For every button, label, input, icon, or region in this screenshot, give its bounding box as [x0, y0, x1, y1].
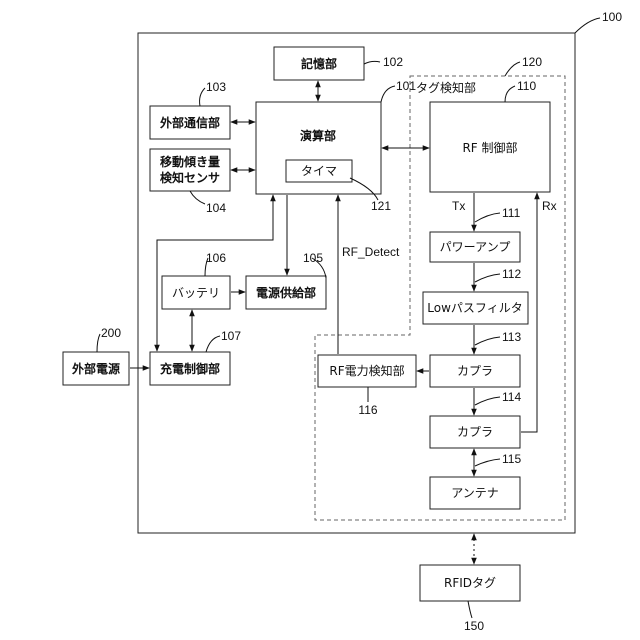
rf-ctrl-label: RF 制御部 — [462, 142, 517, 154]
antenna-label: アンテナ — [451, 487, 499, 499]
rf-power-detect-label: RF電力検知部 — [329, 365, 404, 377]
ref-112: 112 — [502, 268, 521, 280]
timer-label: タイマ — [301, 165, 337, 177]
leader-113 — [475, 337, 500, 345]
tx-signal-label: Tx — [452, 200, 465, 212]
battery-label: バッテリ — [172, 287, 220, 299]
ref-114: 114 — [502, 391, 521, 403]
ref-104: 104 — [206, 202, 226, 214]
processor-label: 演算部 — [300, 130, 336, 142]
rfid-tag-label: RFIDタグ — [444, 577, 496, 589]
tilt-sensor-label-1: 移動傾き量 — [160, 156, 220, 168]
leader-114 — [475, 397, 500, 405]
ref-200: 200 — [101, 327, 121, 339]
power-amp-label: パワーアンプ — [440, 241, 511, 253]
tilt-sensor-label-2: 検知センサ — [160, 172, 220, 184]
leader-100 — [575, 18, 600, 33]
leader-110 — [505, 86, 515, 102]
ref-101: 101 — [396, 80, 416, 92]
ref-150: 150 — [464, 620, 484, 632]
leader-112 — [475, 274, 500, 282]
ref-120: 120 — [522, 56, 542, 68]
ref-110: 110 — [517, 80, 536, 92]
ref-115: 115 — [502, 453, 521, 465]
leader-200 — [97, 334, 100, 352]
leader-104 — [190, 191, 205, 204]
ref-106: 106 — [206, 252, 226, 264]
leader-101 — [381, 86, 395, 102]
ext-power-label: 外部電源 — [72, 363, 120, 375]
memory-label: 記憶部 — [301, 58, 337, 70]
leader-111 — [475, 213, 500, 222]
ext-comm-label: 外部通信部 — [160, 117, 220, 129]
ref-100: 100 — [602, 11, 622, 23]
tag-detector-label: タグ検知部 — [416, 82, 476, 94]
coupler1-label: カプラ — [457, 365, 493, 377]
processor-charge-link — [157, 195, 273, 351]
rf-detect-signal-label: RF_Detect — [342, 246, 399, 258]
ref-103: 103 — [206, 81, 226, 93]
leader-107 — [206, 336, 220, 352]
lowpass-label: Lowパスフィルタ — [427, 302, 522, 314]
leader-120 — [505, 62, 520, 76]
ref-105: 105 — [303, 252, 323, 264]
ref-102: 102 — [383, 56, 403, 68]
leader-150 — [468, 601, 472, 618]
charge-ctrl-label: 充電制御部 — [160, 363, 220, 375]
leader-115 — [475, 459, 500, 466]
ref-107: 107 — [221, 330, 241, 342]
ref-116: 116 — [358, 404, 377, 416]
ref-111: 111 — [502, 207, 520, 219]
leader-102 — [364, 61, 380, 64]
ref-113: 113 — [502, 331, 521, 343]
leader-103 — [200, 88, 205, 106]
coupler2-label: カプラ — [457, 426, 493, 438]
rx-signal-label: Rx — [542, 200, 557, 212]
power-supply-label: 電源供給部 — [256, 287, 316, 299]
ref-121: 121 — [371, 200, 391, 212]
